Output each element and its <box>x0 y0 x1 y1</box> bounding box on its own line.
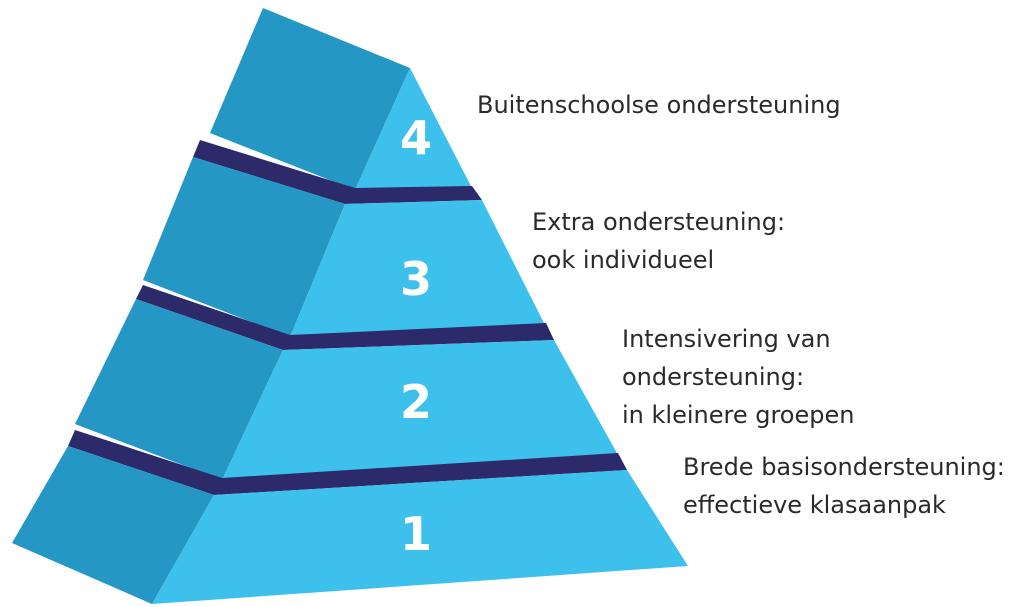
pyramid-level-4: 4 <box>210 8 472 190</box>
level-2-label-line-2: ondersteuning: <box>622 363 805 391</box>
level-1-left-face <box>12 446 214 604</box>
level-2-label-line-1: Intensivering van <box>622 325 831 353</box>
level-1-label: Brede basisondersteuning: effectieve kla… <box>683 448 1005 524</box>
pyramid-level-3: 3 <box>143 157 546 337</box>
level-3-label: Extra ondersteuning: ook individueel <box>532 203 785 279</box>
level-4-front-face <box>355 68 472 190</box>
band-4-3 <box>193 140 482 204</box>
level-3-left-face <box>143 157 345 337</box>
level-1-label-line-2: effectieve klasaanpak <box>683 491 946 519</box>
pyramid-level-2: 2 <box>75 299 618 480</box>
level-1-label-line-1: Brede basisondersteuning: <box>683 453 1005 481</box>
level-3-number: 3 <box>400 252 432 306</box>
level-2-label: Intensivering van ondersteuning: in klei… <box>622 320 854 434</box>
level-4-label-line-1: Buitenschoolse ondersteuning <box>477 91 841 119</box>
level-1-front-face <box>152 470 688 604</box>
level-4-number: 4 <box>400 111 432 165</box>
level-3-label-line-2: ook individueel <box>532 246 715 274</box>
band-3-2 <box>136 285 554 350</box>
level-2-number: 2 <box>400 375 432 429</box>
level-3-label-line-1: Extra ondersteuning: <box>532 208 786 236</box>
level-4-label: Buitenschoolse ondersteuning <box>477 86 841 124</box>
level-3-front-face <box>290 200 546 337</box>
level-2-front-face <box>222 340 618 480</box>
pyramid-level-1: 1 <box>12 446 688 604</box>
band-2-1 <box>68 430 627 495</box>
level-2-left-face <box>75 299 283 480</box>
level-1-number: 1 <box>400 507 432 561</box>
level-4-left-face <box>210 8 410 190</box>
level-2-label-line-3: in kleinere groepen <box>622 401 855 429</box>
